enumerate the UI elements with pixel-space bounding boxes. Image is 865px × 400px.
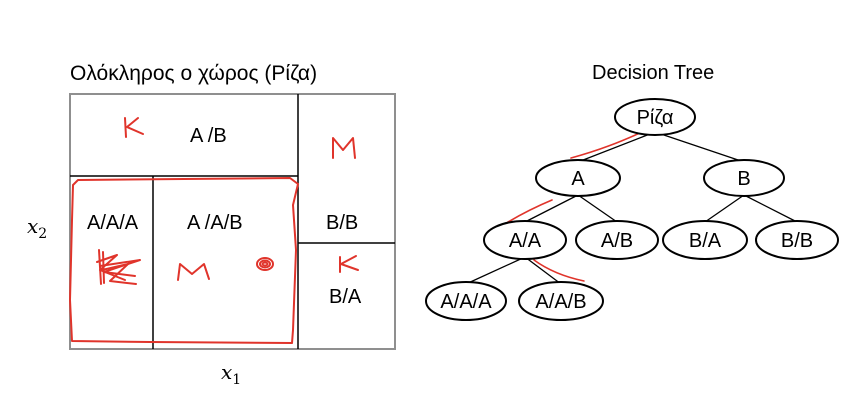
node-ab-label: A/B [601,230,633,252]
handwritten-enclosing-rectangle [69,177,299,344]
handwritten-k-scribble [96,249,141,285]
node-ab [575,220,659,260]
region-aaa-label: A/A/A [87,212,139,234]
handwritten-m-middle [177,263,210,281]
node-aa [483,220,567,260]
tree-title: Decision Tree [592,62,715,84]
node-root-label: Ρίζα [637,107,674,129]
handwritten-m-right [332,137,356,159]
edge-root-a [577,131,656,163]
node-aaa [425,281,507,321]
region-ab-label: A /B [190,125,227,147]
partition-title: Ολόκληρος ο χώρος (Ρίζα) [70,62,318,85]
edge-a-aa [524,194,579,223]
node-aaa-label: A/A/A [440,291,492,313]
node-b-label: B [737,168,750,190]
edge-a-ab [577,194,618,223]
node-a [535,159,621,197]
partition-diagram: A /B A/A/A A /A/B B/B B/A [69,93,396,350]
x-axis-label: x1 [221,360,242,388]
node-aab [518,281,604,321]
node-b [703,159,785,197]
node-bb [755,220,839,260]
region-ba-label: B/A [329,286,362,308]
tree-nodes [425,98,839,321]
partition-outer-box [69,93,396,350]
node-a-label: A [571,168,585,190]
handwritten-annotations [69,117,359,344]
node-ba-label: B/A [689,230,722,252]
tree-edges [465,131,798,285]
node-bb-label: B/B [781,230,813,252]
node-aab-label: A/A/B [535,291,586,313]
node-ba [662,220,748,260]
handwritten-k-top [124,117,144,138]
handwritten-dot [256,257,274,271]
region-bb-label: B/B [326,212,358,234]
edge-b-ba [704,194,745,223]
y-axis-label: x2 [27,214,48,242]
node-root [614,98,696,136]
handwritten-k-right [339,255,359,273]
tree-highlight-path [507,131,643,282]
edge-aa-aab [524,256,562,285]
node-aa-label: A/A [509,230,542,252]
edge-aa-aaa [465,256,526,285]
edge-root-b [654,131,745,163]
edge-b-bb [743,194,798,223]
tree-node-labels: Ρίζα A B A/A A/B B/A B/B A/A/A A/A/B [440,107,813,313]
region-aab-label: A /A/B [187,212,243,234]
